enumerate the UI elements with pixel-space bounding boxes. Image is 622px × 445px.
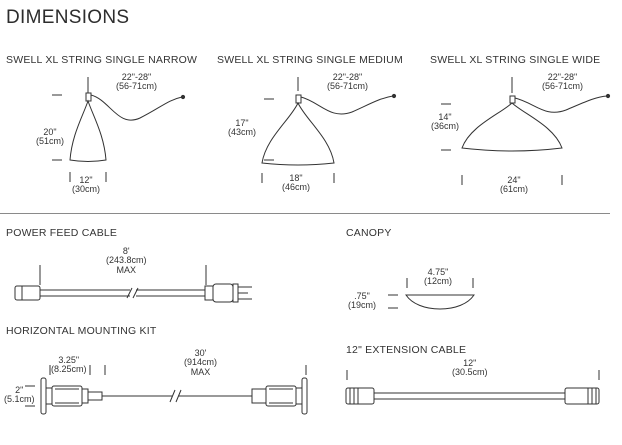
horizontal-mounting-kit-drawing bbox=[25, 365, 308, 415]
canopy-heading: CANOPY bbox=[346, 227, 392, 239]
narrow-cable-length: 22"-28"(56-71cm) bbox=[116, 72, 158, 92]
medium-height: 17"(43cm) bbox=[228, 118, 257, 138]
section-divider bbox=[0, 213, 610, 214]
power-feed-heading: POWER FEED CABLE bbox=[6, 227, 118, 239]
narrow-width: 12"(30cm) bbox=[72, 175, 101, 195]
medium-width: 18"(46cm) bbox=[282, 173, 311, 193]
page-title: DIMENSIONS bbox=[6, 7, 130, 28]
extension-cable-drawing bbox=[345, 370, 600, 405]
mounting-kit-offset: 3.25"(8.25cm) bbox=[51, 355, 87, 375]
canopy-drawing bbox=[388, 278, 475, 310]
narrow-pendant-heading: SWELL XL STRING SINGLE NARROW bbox=[6, 54, 198, 66]
canopy-width: 4.75"(12cm) bbox=[424, 267, 453, 287]
extension-cable-heading: 12" EXTENSION CABLE bbox=[346, 344, 467, 356]
extension-cable-length: 12"(30.5cm) bbox=[452, 358, 488, 378]
medium-cable-length: 22"-28"(56-71cm) bbox=[327, 72, 369, 92]
wide-cable-length: 22"-28"(56-71cm) bbox=[542, 72, 584, 92]
narrow-height: 20"(51cm) bbox=[36, 127, 65, 147]
medium-pendant-heading: SWELL XL STRING SINGLE MEDIUM bbox=[217, 54, 403, 66]
mounting-kit-heading: HORIZONTAL MOUNTING KIT bbox=[6, 325, 157, 337]
medium-pendant-drawing bbox=[261, 77, 397, 183]
mounting-kit-span: 30'(914cm)MAX bbox=[184, 348, 218, 377]
mounting-kit-height: 2"(5.1cm) bbox=[4, 385, 35, 405]
power-feed-cable-drawing bbox=[14, 265, 252, 303]
wide-pendant-drawing bbox=[441, 77, 611, 185]
power-feed-length: 8'(243.8cm)MAX bbox=[106, 246, 147, 275]
narrow-pendant-drawing bbox=[52, 77, 186, 182]
wide-width: 24"(61cm) bbox=[500, 175, 529, 195]
wide-height: 14"(36cm) bbox=[431, 112, 460, 132]
wide-pendant-heading: SWELL XL STRING SINGLE WIDE bbox=[430, 54, 601, 66]
canopy-height: .75"(19cm) bbox=[348, 291, 377, 311]
